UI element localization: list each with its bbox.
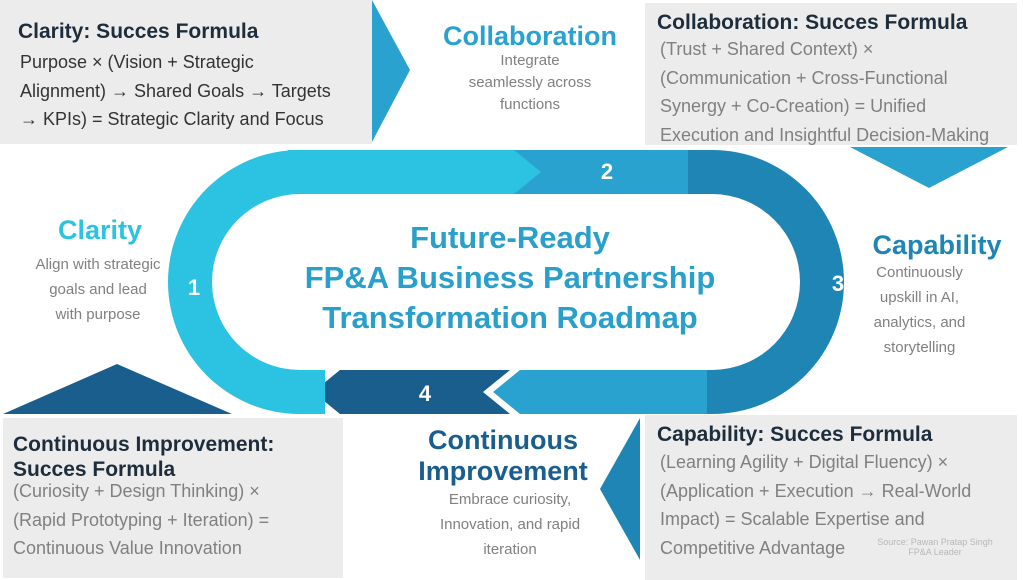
improvement-description: Embrace curiosity, Innovation, and rapid… xyxy=(410,487,610,562)
source-note: Source: Pawan Pratap Singh FP&A Leader xyxy=(860,537,1010,557)
collaboration-formula-panel xyxy=(645,3,1017,145)
roadmap-title-line: FP&A Business Partnership xyxy=(304,260,716,295)
stage-number-1: 1 xyxy=(187,275,201,300)
improvement-pointer xyxy=(3,364,232,414)
left-arc xyxy=(168,150,325,414)
right-arc xyxy=(688,150,844,414)
capability-formula-line: Competitive Advantage xyxy=(660,537,846,558)
clarity-description-line: Align with strategic xyxy=(35,256,161,273)
clarity-pointer xyxy=(372,0,410,142)
clarity-formula-line: Alignment) → Shared Goals → Targets xyxy=(20,80,331,101)
improvement-formula-title: Continuous Improvement: Succes Formula xyxy=(13,432,274,482)
clarity-formula-title: Clarity: Succes Formula xyxy=(18,20,259,43)
improvement-formula-line: Continuous Value Innovation xyxy=(13,538,242,558)
improvement-formula-panel xyxy=(3,418,343,578)
collaboration-formula-line: (Trust + Shared Context) × xyxy=(660,39,874,59)
stage-number-3: 3 xyxy=(831,271,845,296)
collaboration-description-line: seamlessly across xyxy=(468,74,592,91)
collaboration-pointer xyxy=(850,147,1008,188)
collaboration-description-line: Integrate xyxy=(500,52,560,69)
collaboration-description: Integrate seamlessly across functions xyxy=(430,50,630,116)
capability-formula-text: (Learning Agility + Digital Fluency) × (… xyxy=(660,448,1015,562)
capability-formula-line: Impact) = Scalable Expertise and xyxy=(660,509,925,529)
capability-title: Capability xyxy=(872,230,1002,260)
capability-description-line: upskill in AI, xyxy=(879,289,960,306)
roadmap-title-line: Future-Ready xyxy=(410,220,610,255)
capability-formula-line: (Application + Execution → Real-World xyxy=(660,480,972,501)
improvement-description-line: Innovation, and rapid xyxy=(439,516,581,533)
top-segment-1 xyxy=(288,150,555,194)
clarity-formula-text: Purpose × (Vision + Strategic Alignment)… xyxy=(20,48,368,134)
capability-formula-title: Capability: Succes Formula xyxy=(657,423,933,446)
collaboration-formula-line: Execution and Insightful Decision-Making xyxy=(660,124,990,145)
clarity-formula-panel xyxy=(0,0,372,144)
collaboration-description-line: functions xyxy=(499,96,561,113)
source-line: Source: Pawan Pratap Singh xyxy=(877,537,993,547)
improvement-formula-title-line: Continuous Improvement: xyxy=(13,433,275,456)
improvement-description-line: Embrace curiosity, xyxy=(448,491,572,508)
collaboration-formula-line: Synergy + Co-Creation) = Unified xyxy=(660,96,927,116)
clarity-description-line: with purpose xyxy=(55,306,141,323)
stage-number-4: 4 xyxy=(418,381,432,406)
clarity-description-line: goals and lead xyxy=(49,281,147,298)
collaboration-formula-text: (Trust + Shared Context) × (Communicatio… xyxy=(660,35,1015,149)
capability-description-line: storytelling xyxy=(883,339,956,356)
source-line: FP&A Leader xyxy=(908,547,962,557)
capability-formula-panel xyxy=(645,415,1017,580)
collaboration-title: Collaboration xyxy=(443,21,617,51)
improvement-formula-text: (Curiosity + Design Thinking) × (Rapid P… xyxy=(13,477,338,563)
improvement-title-line: Continuous xyxy=(428,425,578,455)
top-segment-2 xyxy=(514,150,727,194)
stage-number-2: 2 xyxy=(600,159,614,184)
capability-formula-line: (Learning Agility + Digital Fluency) × xyxy=(660,452,949,472)
improvement-formula-line: (Rapid Prototyping + Iteration) = xyxy=(13,509,270,530)
roadmap-title-line: Transformation Roadmap xyxy=(322,300,698,335)
capability-pointer xyxy=(600,418,640,560)
clarity-formula-line: Purpose × (Vision + Strategic xyxy=(20,52,254,72)
roadmap-title: Future-Ready FP&A Business Partnership T… xyxy=(260,218,760,338)
improvement-title-line: Improvement xyxy=(418,456,588,486)
clarity-title: Clarity xyxy=(57,215,143,245)
collaboration-formula-line: (Communication + Cross-Functional xyxy=(660,67,948,88)
collaboration-formula-title: Collaboration: Succes Formula xyxy=(657,11,968,34)
capability-description-line: analytics, and xyxy=(873,314,966,331)
improvement-description-line: iteration xyxy=(483,541,537,558)
capability-description-line: Continuously xyxy=(876,264,963,281)
improvement-formula-title-line: Succes Formula xyxy=(13,458,176,481)
clarity-description: Align with strategic goals and lead with… xyxy=(12,252,184,327)
bottom-segment-2 xyxy=(313,370,510,414)
improvement-formula-line: (Curiosity + Design Thinking) × xyxy=(13,481,260,501)
bottom-segment-1 xyxy=(493,370,707,414)
capability-description: Continuously upskill in AI, analytics, a… xyxy=(862,260,977,360)
improvement-title: Continuous Improvement xyxy=(403,425,603,487)
clarity-formula-line: → KPIs) = Strategic Clarity and Focus xyxy=(20,109,324,129)
